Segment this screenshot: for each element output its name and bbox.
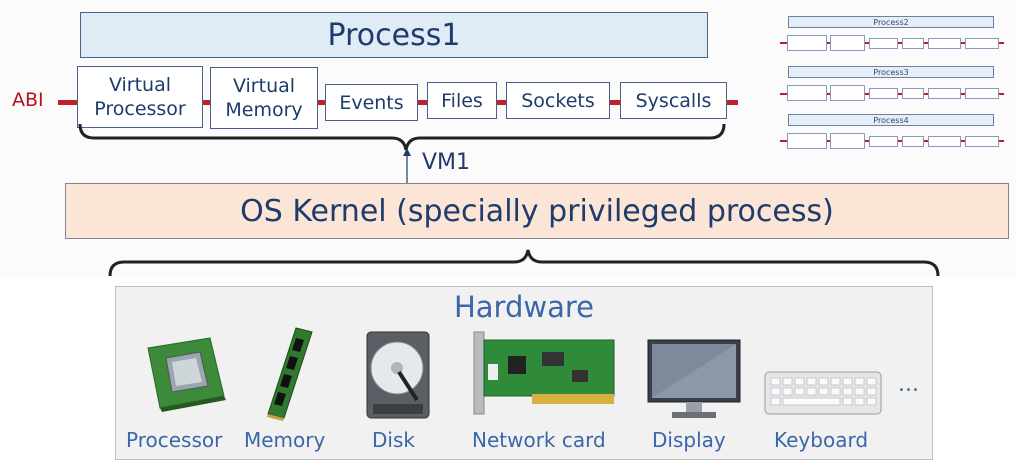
process4-cell [830, 133, 865, 149]
keyboard-label: Keyboard [774, 428, 869, 452]
syscalls-box: Syscalls [620, 82, 727, 119]
memory-label: Memory [244, 428, 326, 452]
sockets-label: Sockets [521, 89, 595, 112]
process3-cell [965, 88, 999, 99]
disk-label: Disk [372, 428, 415, 452]
events-box: Events [325, 84, 418, 121]
process4-cell [965, 136, 999, 147]
virtual-memory-box: Virtual Memory [210, 67, 318, 129]
process4-cell [928, 136, 961, 147]
process2-title: Process2 [788, 16, 994, 28]
virtual-processor-box: Virtual Processor [77, 66, 203, 128]
disk-icon [366, 331, 430, 419]
processor-label: Processor [126, 428, 223, 452]
events-label: Events [339, 91, 404, 114]
process3-cell [830, 85, 865, 101]
process2-cell [869, 38, 898, 49]
network-card-icon [473, 331, 615, 415]
virtual-memory-label: Virtual Memory [225, 75, 303, 121]
process2-cell [787, 35, 827, 51]
processor-icon [147, 337, 226, 412]
process2-cell [902, 38, 924, 49]
process1-title: Process1 [327, 17, 461, 53]
process2-cell [965, 38, 999, 49]
display-icon [647, 339, 741, 418]
process4-title: Process4 [788, 114, 994, 126]
vm1-label: VM1 [422, 150, 471, 175]
virtual-processor-label: Virtual Processor [94, 74, 186, 120]
process4-cell [902, 136, 924, 147]
network-card-label: Network card [472, 428, 606, 452]
memory-icon [267, 327, 313, 421]
process3-title: Process3 [788, 66, 994, 78]
os-kernel-box: OS Kernel (specially privileged process) [65, 183, 1009, 239]
process4-cell [787, 133, 827, 149]
process4-cell [869, 136, 898, 147]
files-box: Files [427, 82, 497, 119]
process1-box: Process1 [80, 12, 708, 58]
display-label: Display [652, 428, 726, 452]
os-kernel-label: OS Kernel (specially privileged process) [240, 193, 834, 229]
keyboard-icon [764, 371, 882, 415]
more-ellipsis: ... [898, 372, 919, 397]
hardware-title: Hardware [453, 290, 594, 324]
syscalls-label: Syscalls [635, 89, 712, 112]
sockets-box: Sockets [506, 82, 610, 119]
files-label: Files [441, 89, 483, 112]
process3-cell [928, 88, 961, 99]
process2-cell [830, 35, 865, 51]
abi-label: ABI [12, 89, 44, 111]
process2-cell [928, 38, 961, 49]
process3-cell [787, 85, 827, 101]
process3-cell [902, 88, 924, 99]
process3-cell [869, 88, 898, 99]
